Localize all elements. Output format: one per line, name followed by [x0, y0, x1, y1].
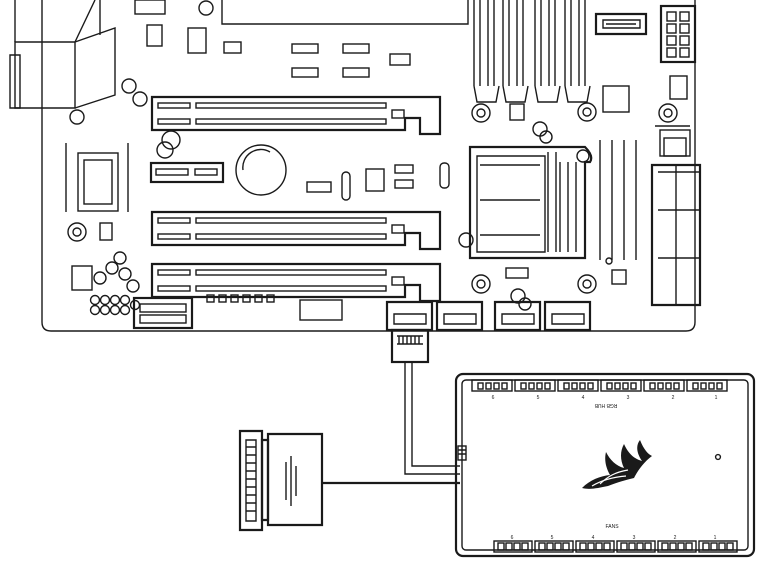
fan-port-number-5: 5	[551, 535, 554, 541]
fan-port-row	[493, 540, 738, 553]
status-led	[714, 453, 722, 461]
pcie-slot-3	[150, 262, 442, 303]
usb-cable-wire	[404, 362, 460, 475]
usb-header-connector[interactable]	[390, 328, 430, 364]
usb3-header	[132, 296, 194, 330]
sata-port-top	[594, 12, 648, 36]
rgb-port-number-6: 6	[492, 395, 495, 401]
rgb-port[interactable]	[557, 379, 599, 392]
io-shield-bracket	[9, 0, 116, 109]
fan-port[interactable]	[616, 540, 656, 553]
motherboard	[9, 0, 702, 332]
rgb-port-number-1: 1	[715, 395, 718, 401]
pcie-slot-1	[150, 95, 442, 136]
rgb-port-number-4: 4	[582, 395, 585, 401]
hub-usb-port	[457, 445, 467, 461]
cpu-power-connector	[659, 4, 697, 64]
fan-port-number-6: 6	[511, 535, 514, 541]
vrm-heatsink	[650, 163, 702, 307]
fan-port[interactable]	[534, 540, 574, 553]
fans-label: FANS	[605, 524, 619, 530]
ram-slots	[473, 0, 591, 103]
pin-row	[206, 294, 275, 303]
fan-port-number-4: 4	[592, 535, 595, 541]
rgb-port[interactable]	[686, 379, 728, 392]
cmos-battery	[235, 144, 287, 196]
rgb-port[interactable]	[600, 379, 642, 392]
corsair-sails-icon	[582, 440, 652, 489]
rgb-port-number-2: 2	[672, 395, 675, 401]
rgb-port[interactable]	[643, 379, 685, 392]
usb-cable-wire-2	[411, 362, 460, 467]
sata-ports-bottom	[385, 300, 592, 332]
fan-port[interactable]	[575, 540, 615, 553]
fan-port[interactable]	[698, 540, 738, 553]
rgb-port[interactable]	[514, 379, 556, 392]
fan-port-number-2: 2	[674, 535, 677, 541]
fan-port[interactable]	[657, 540, 697, 553]
pcie-x1-slot	[149, 130, 225, 184]
fan-port-number-1: 1	[714, 535, 717, 541]
fan-port-number-3: 3	[633, 535, 636, 541]
rgb-hub-label: RGB HUB	[594, 402, 617, 408]
rgb-port[interactable]	[471, 379, 513, 392]
rgb-port-number-5: 5	[537, 395, 540, 401]
pcie-slot-2	[150, 210, 442, 251]
rgb-port-number-3: 3	[627, 395, 630, 401]
cpu-socket	[458, 145, 593, 260]
fan-port[interactable]	[493, 540, 533, 553]
rgb-port-row	[471, 379, 728, 392]
sata-power-connector[interactable]	[238, 429, 324, 532]
front-panel-pins	[89, 294, 141, 316]
